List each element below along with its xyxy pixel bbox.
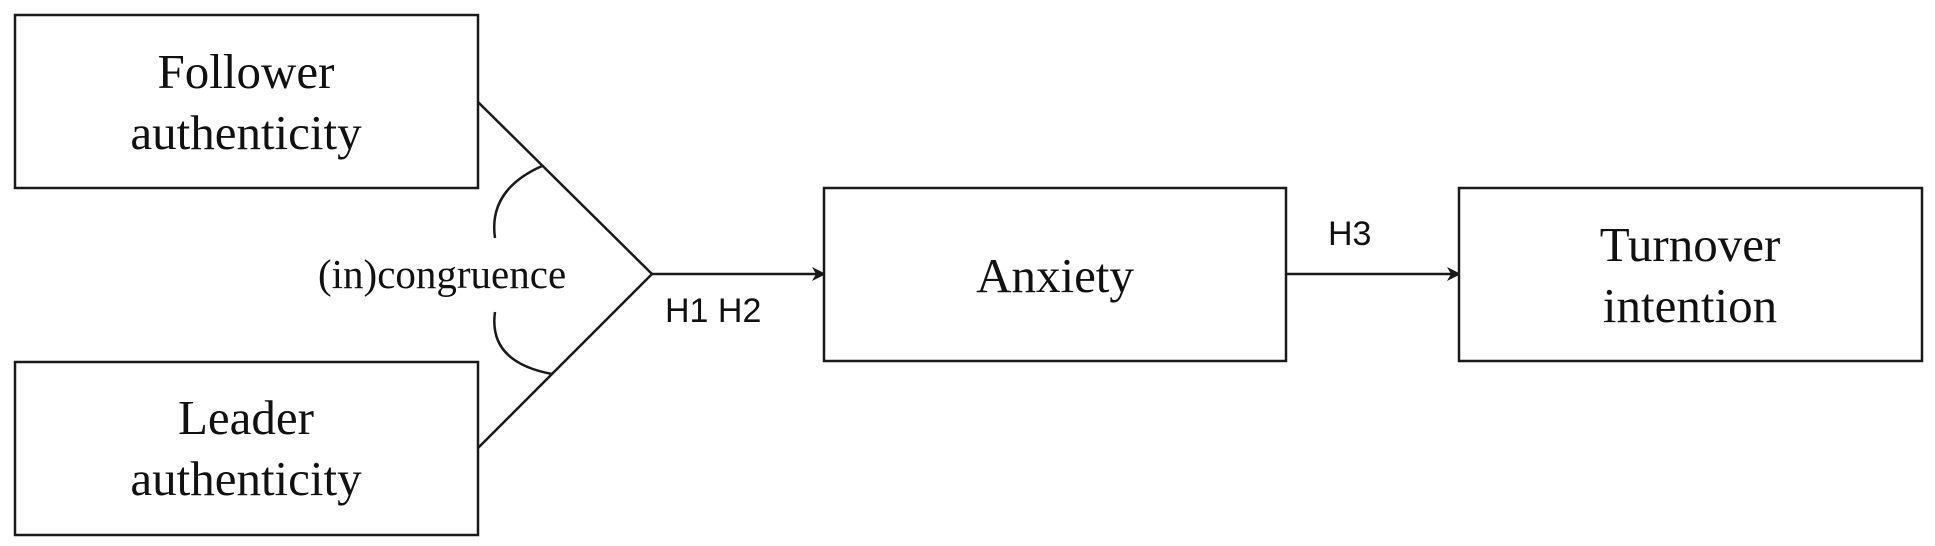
follower-authenticity-line1: Follower xyxy=(158,44,335,99)
congruence-lower-arc xyxy=(493,311,553,376)
leader-authenticity-node: Leader authenticity xyxy=(13,360,480,537)
turnover-intention-line2: intention xyxy=(1603,278,1777,333)
leader-converging-line xyxy=(477,273,653,449)
congruence-upper-arc xyxy=(492,164,543,239)
leader-authenticity-line1: Leader xyxy=(178,390,314,445)
follower-authenticity-node: Follower authenticity xyxy=(13,13,480,190)
congruence-label: (in)congruence xyxy=(318,251,566,297)
anxiety-node: Anxiety xyxy=(822,186,1288,363)
h1-h2-label: H1 H2 xyxy=(665,292,761,330)
turnover-intention-node: Turnover intention xyxy=(1457,186,1924,363)
anxiety-label: Anxiety xyxy=(976,248,1134,303)
leader-authenticity-line2: authenticity xyxy=(130,451,362,506)
follower-authenticity-line2: authenticity xyxy=(130,105,362,160)
h3-label: H3 xyxy=(1328,215,1371,253)
turnover-intention-line1: Turnover xyxy=(1600,217,1781,272)
follower-converging-line xyxy=(477,101,653,275)
